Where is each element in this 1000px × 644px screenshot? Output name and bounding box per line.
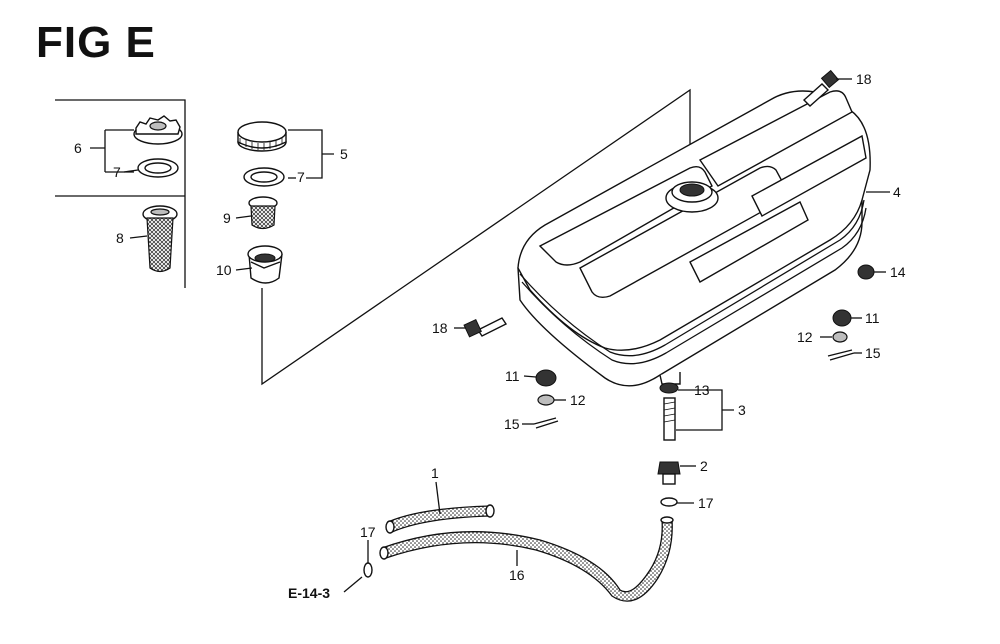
part-14-grommet [857, 264, 875, 280]
label-7: 7 [297, 169, 305, 185]
label-17-tube: 17 [360, 524, 376, 540]
leader-cap-to-tank [261, 88, 691, 386]
part-6-fuel-cap [133, 115, 183, 145]
label-16: 16 [509, 567, 525, 583]
part-10-filter-cup [247, 245, 283, 284]
label-15-left: 15 [504, 416, 520, 432]
part-15-clip-right [827, 349, 855, 361]
part-2-valve [657, 461, 681, 485]
part-13-washer [659, 382, 679, 394]
label-18-left: 18 [432, 320, 448, 336]
label-12-right: 12 [797, 329, 813, 345]
label-9: 9 [223, 210, 231, 226]
label-12-left: 12 [570, 392, 586, 408]
part-8-strainer [142, 205, 178, 273]
part-1-fuel-tube [385, 504, 495, 534]
part-4-fuel-tank [517, 90, 871, 387]
label-11-right: 11 [865, 310, 880, 326]
label-2: 2 [700, 458, 708, 474]
label-4: 4 [893, 184, 901, 200]
part-16-fuel-tube [379, 516, 674, 602]
label-7-inset: 7 [113, 164, 121, 180]
part-12-washer-left [537, 394, 555, 406]
part-labels: 6 7 8 5 7 9 10 18 4 14 11 12 15 18 11 12… [74, 71, 906, 601]
label-13: 13 [694, 382, 710, 398]
part-11-nut-left [535, 369, 557, 387]
label-10: 10 [216, 262, 232, 278]
part-15-clip-left [533, 417, 559, 429]
part-12-washer-right [832, 331, 848, 343]
inset-bracket [55, 99, 186, 288]
label-3: 3 [738, 402, 746, 418]
part-9-screen [248, 196, 278, 230]
reference-label: E-14-3 [288, 585, 330, 601]
part-5-filler-cap [237, 121, 287, 152]
leader-lines [90, 78, 890, 593]
part-7-gasket [243, 167, 285, 187]
part-7-gasket-inset [137, 158, 179, 178]
label-5: 5 [340, 146, 348, 162]
label-6: 6 [74, 140, 82, 156]
label-18-top: 18 [856, 71, 872, 87]
part-11-nut-right [832, 309, 852, 327]
label-1: 1 [431, 465, 439, 481]
part-17-clamp-valve [660, 497, 678, 507]
part-17-clamp-tube [363, 562, 373, 578]
label-11-left: 11 [505, 368, 520, 384]
label-15-right: 15 [865, 345, 881, 361]
label-17-valve: 17 [698, 495, 714, 511]
part-18-bolt-left [463, 317, 508, 338]
label-8: 8 [116, 230, 124, 246]
part-3-valve-assembly [663, 397, 676, 441]
figure-title: FIG E [36, 18, 156, 67]
label-14: 14 [890, 264, 906, 280]
part-18-bolt-top [802, 69, 840, 107]
